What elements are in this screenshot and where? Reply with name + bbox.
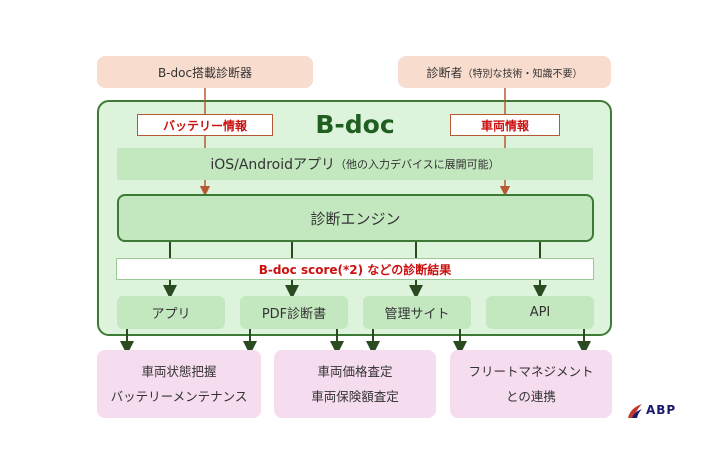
usecase-2-line1: 車両価格査定 <box>317 364 393 379</box>
vehicle-info-label: 車両情報 <box>450 114 560 136</box>
abp-logo-text: ABP <box>646 403 677 417</box>
app-bar: iOS/Androidアプリ （他の入力デバイスに展開可能） <box>117 148 593 180</box>
abp-logo: ABP <box>626 400 676 422</box>
output-app: アプリ <box>117 296 225 329</box>
usecase-box-3: フリートマネジメント との連携 <box>450 350 612 418</box>
usecase-2-line2: 車両保険額査定 <box>311 389 399 404</box>
bdoc-title: B-doc <box>315 109 395 139</box>
diagnostic-engine-label: 診断エンジン <box>310 209 401 228</box>
score-label: B-doc score(*2) などの診断結果 <box>258 262 452 277</box>
output-api: API <box>486 296 594 329</box>
usecase-3-line2: との連携 <box>506 389 556 404</box>
output-pdf: PDF診断書 <box>240 296 348 329</box>
diagnostician-note: （特別な技術・知識不要） <box>462 68 583 80</box>
diagnostician-label: 診断者 <box>426 65 463 80</box>
diagnostic-engine-box: 診断エンジン <box>117 194 594 242</box>
usecase-1-line1: 車両状態把握 <box>141 364 217 379</box>
score-bar: B-doc score(*2) などの診断結果 <box>116 258 594 280</box>
usecase-box-1: 車両状態把握 バッテリーメンテナンス <box>97 350 261 418</box>
battery-info-label: バッテリー情報 <box>137 114 273 136</box>
abp-logo-icon <box>628 404 642 418</box>
usecase-box-2: 車両価格査定 車両保険額査定 <box>274 350 436 418</box>
bdoc-device-label: B-doc搭載診断器 <box>157 65 253 80</box>
app-bar-label: iOS/Androidアプリ <box>210 157 335 173</box>
usecase-1-line2: バッテリーメンテナンス <box>110 389 248 404</box>
diagnostician-box: 診断者 （特別な技術・知識不要） <box>398 56 611 88</box>
output-admin-site: 管理サイト <box>363 296 471 329</box>
app-bar-note: （他の入力デバイスに展開可能） <box>334 158 500 171</box>
usecase-3-line1: フリートマネジメント <box>468 364 594 379</box>
bdoc-device-box: B-doc搭載診断器 <box>97 56 313 88</box>
